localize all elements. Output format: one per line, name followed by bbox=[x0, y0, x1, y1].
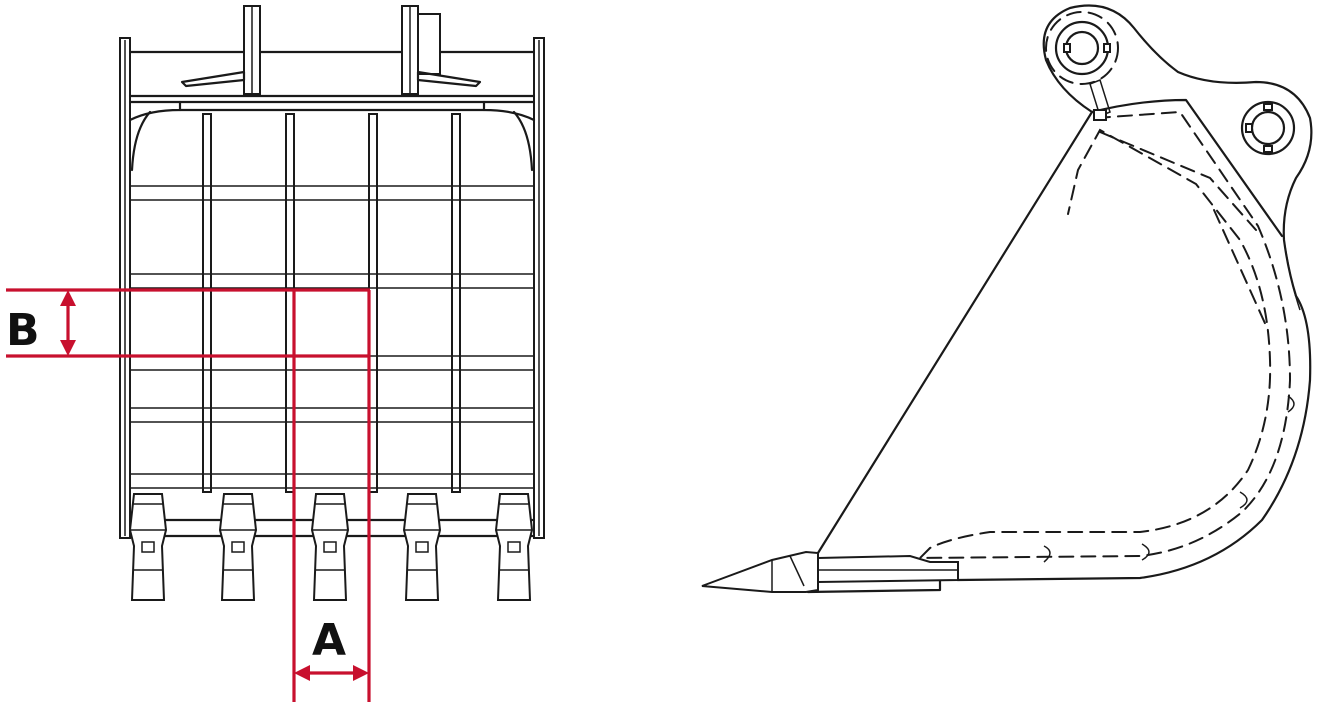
floor-bolts bbox=[1043, 395, 1295, 563]
inner-contour bbox=[917, 110, 1292, 560]
top-frame bbox=[128, 50, 536, 172]
tooth bbox=[494, 493, 534, 601]
side-tooth bbox=[701, 550, 959, 593]
bucket-profile bbox=[806, 4, 1313, 594]
mounting-ears bbox=[180, 5, 482, 95]
front-view: B A bbox=[6, 5, 545, 702]
dimension-markers: B A bbox=[6, 288, 371, 702]
pivot-lock bbox=[1089, 79, 1111, 121]
tooth bbox=[218, 493, 258, 601]
vertical-bar bbox=[451, 113, 461, 493]
vertical-bars bbox=[202, 113, 461, 493]
dimension-b: B bbox=[6, 288, 370, 358]
horizontal-bars bbox=[130, 185, 534, 489]
teeth bbox=[128, 493, 534, 601]
dimension-a: A bbox=[292, 290, 371, 702]
side-view bbox=[701, 4, 1313, 594]
tooth bbox=[128, 493, 168, 601]
tooth bbox=[310, 493, 350, 601]
dimension-label-b: B bbox=[6, 305, 40, 356]
dimension-label-a: A bbox=[312, 615, 346, 666]
pin-lock bbox=[417, 13, 441, 75]
vertical-bar bbox=[202, 113, 212, 493]
upper-pin-boss bbox=[1045, 11, 1119, 85]
tooth bbox=[402, 493, 442, 601]
lower-pin-boss bbox=[1240, 100, 1296, 156]
